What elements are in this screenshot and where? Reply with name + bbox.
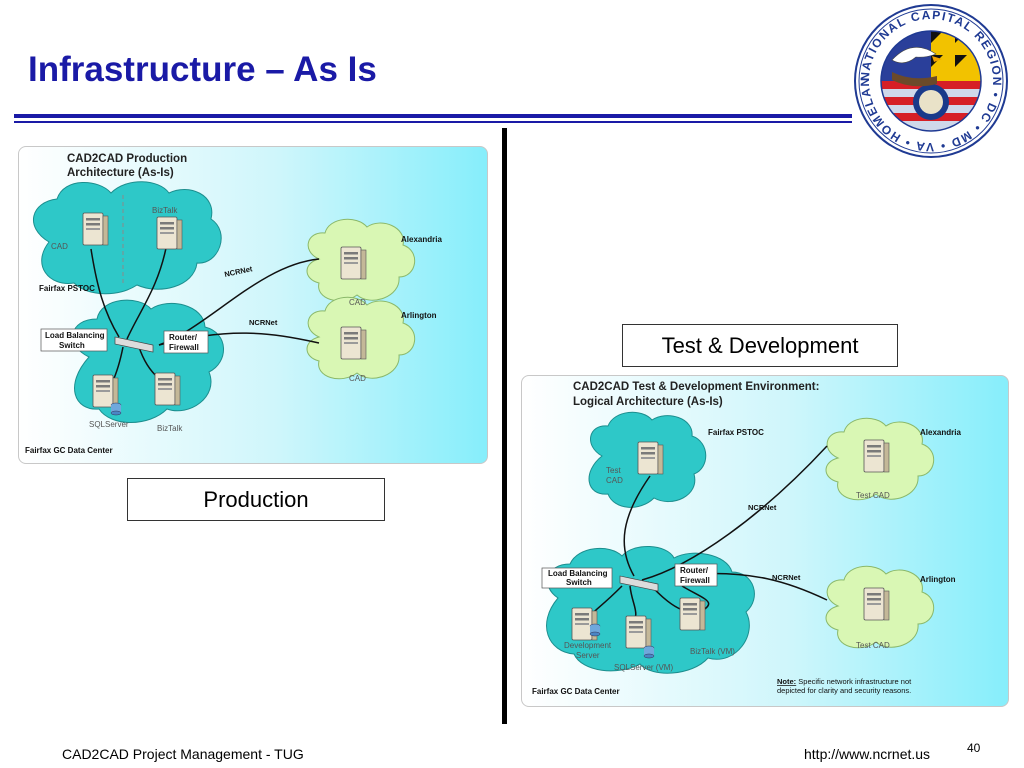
pstoc-biztalk-server-icon (156, 216, 183, 250)
test-sqlserver-icon (625, 615, 652, 649)
dev-server-label-1: Development (564, 641, 612, 650)
test-sqlserver-label: SQLServer (VM) (614, 663, 673, 672)
footer-left: CAD2CAD Project Management - TUG (62, 746, 304, 762)
datacenter-label: Fairfax GC Data Center (25, 446, 113, 455)
test-fairfax-pstoc-label: Fairfax PSTOC (708, 428, 764, 437)
test-cad-label-1: Test (606, 466, 621, 475)
lb-label-line1: Load Balancing (45, 331, 105, 340)
pstoc-cad-server-icon (82, 212, 109, 246)
pstoc-biztalk-label: BizTalk (152, 206, 178, 215)
ncrnet-label-2: NCRNet (249, 318, 278, 327)
ncrnet-label-1: NCRNet (224, 264, 254, 279)
test-alexandria-label: Alexandria (920, 428, 961, 437)
alexandria-cad-server-icon (340, 246, 367, 280)
test-router-label-line1: Router/ (680, 566, 709, 575)
test-cad-server-icon (637, 441, 664, 475)
test-ncrnet-label-2: NCRNet (772, 573, 801, 582)
arlington-cad-server-icon (340, 326, 367, 360)
test-lb-label-box (541, 567, 613, 589)
sqlserver-label: SQLServer (89, 420, 129, 429)
test-router-label-line2: Firewall (680, 576, 710, 585)
test-arlington-server-icon (863, 587, 890, 621)
test-lb-label-line2: Switch (566, 578, 592, 587)
ncr-homeland-security-seal-icon: NATIONAL CAPITAL REGION • DC • MD • VA •… (852, 2, 1008, 158)
prod-title-line2: Architecture (As-Is) (67, 167, 174, 179)
test-biztalk-label: BizTalk (VM) (690, 647, 735, 656)
dev-db-icon (589, 623, 601, 637)
title-rule-thick (14, 114, 852, 118)
test-arlington-label: Arlington (920, 575, 956, 584)
testdev-caption: Test & Development (622, 324, 898, 367)
router-label-box (163, 330, 209, 354)
test-alexandria-server-icon (863, 439, 890, 473)
test-cad-label-2: CAD (606, 476, 623, 485)
alexandria-cad-label: CAD (349, 298, 366, 307)
fairfax-pstoc-cloud (33, 181, 222, 295)
test-datacenter-label: Fairfax GC Data Center (532, 687, 620, 696)
router-label-line1: Router/ (169, 333, 198, 342)
biztalk-label: BizTalk (157, 424, 183, 433)
test-alexandria-cad-label: Test CAD (856, 491, 890, 500)
test-sqlserver-db-icon (643, 645, 655, 659)
note-text-line1: Note: Specific network infrastructure no… (777, 677, 912, 686)
note-text-line2: depicted for clarity and security reason… (777, 686, 911, 695)
test-lb-label-line1: Load Balancing (548, 569, 608, 578)
arlington-cad-label: CAD (349, 374, 366, 383)
testdev-diagram: CAD2CAD Test & Development Environment: … (521, 375, 1009, 707)
testdev-title-line1: CAD2CAD Test & Development Environment: (573, 381, 819, 393)
production-diagram: CAD2CAD Production Architecture (As-Is) … (18, 146, 488, 464)
lb-label-box (40, 328, 108, 352)
fairfax-pstoc-label: Fairfax PSTOC (39, 284, 95, 293)
sqlserver-server-icon (92, 374, 119, 408)
test-router-label-box (674, 563, 718, 587)
test-arlington-cad-label: Test CAD (856, 641, 890, 650)
lb-label-line2: Switch (59, 341, 85, 350)
test-ncrnet-label-1: NCRNet (748, 503, 777, 512)
testdev-title-line2: Logical Architecture (As-Is) (573, 396, 723, 408)
test-biztalk-server-icon (679, 597, 706, 631)
router-label-line2: Firewall (169, 343, 199, 352)
page-number: 40 (967, 741, 981, 755)
title-rule-thin (14, 121, 852, 123)
alexandria-label: Alexandria (401, 235, 442, 244)
prod-title-line1: CAD2CAD Production (67, 153, 187, 165)
biztalk-server-icon (154, 372, 181, 406)
vertical-divider (502, 128, 507, 724)
slide-title: Infrastructure – As Is (28, 50, 377, 89)
sqlserver-db-icon (110, 402, 122, 416)
pstoc-cad-label: CAD (51, 242, 68, 251)
arlington-label: Arlington (401, 311, 437, 320)
dev-server-label-2: Server (576, 651, 600, 660)
production-caption: Production (127, 478, 385, 521)
footer-right: http://www.ncrnet.us (804, 746, 931, 762)
